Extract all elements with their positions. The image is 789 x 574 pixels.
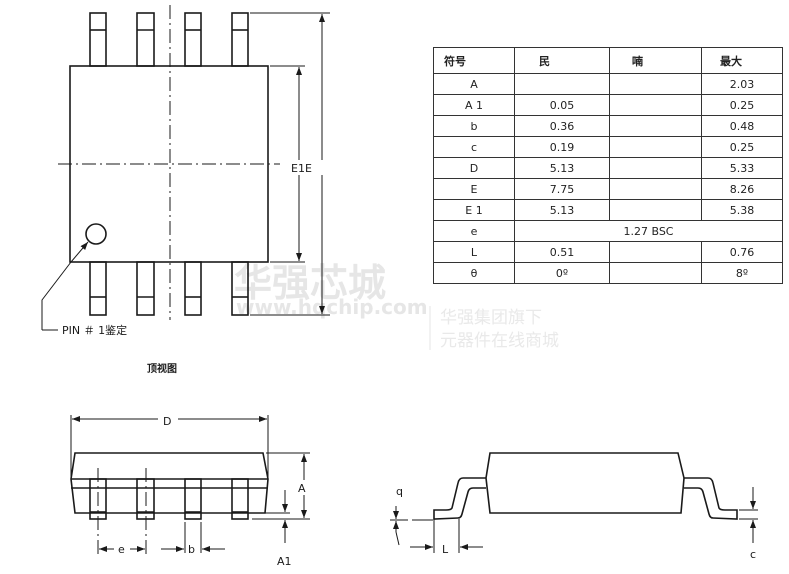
cell (609, 115, 702, 137)
cell: 0.36 (514, 115, 610, 137)
cell (609, 136, 702, 158)
cell: 5.38 (701, 199, 783, 221)
a-label: A (298, 482, 306, 495)
cell (609, 73, 702, 95)
pin1-label: PIN ＃ 1鉴定 (62, 323, 127, 337)
b-label: b (188, 543, 195, 556)
cell: e (433, 220, 515, 242)
cell: 1.27 BSC (514, 220, 783, 242)
side-view (70, 415, 310, 555)
cell: 0.05 (514, 94, 610, 116)
cell: 0.25 (701, 94, 783, 116)
cell: b (433, 115, 515, 137)
cell (609, 94, 702, 116)
watermark-line1: 华强集团旗下 (440, 308, 542, 328)
cell: E 1 (433, 199, 515, 221)
cell (609, 199, 702, 221)
top-view (41, 5, 330, 331)
q-label: q (396, 485, 403, 498)
cell: 7.75 (514, 178, 610, 200)
cell (609, 241, 702, 263)
header-max: 最大 (701, 47, 783, 74)
cell: 0.19 (514, 136, 610, 158)
cell (609, 157, 702, 179)
cell: 0º (514, 262, 610, 284)
watermark-line2: 元器件在线商城 (440, 331, 559, 351)
watermark: 华强芯城 www.hqchip.com 华强集团旗下 元器件在线商城 (234, 261, 559, 351)
cell: 5.13 (514, 157, 610, 179)
cell: D (433, 157, 515, 179)
table-header: 符号 民 喃 最大 (433, 47, 783, 74)
table-row: A 2.03 (433, 73, 783, 95)
bottom-pins (89, 261, 249, 316)
e1-e-label: E1E (291, 162, 312, 175)
header-nom: 喃 (609, 47, 702, 74)
watermark-brand: 华强芯城 (234, 261, 386, 305)
cell (514, 73, 610, 95)
cell: 0.51 (514, 241, 610, 263)
header-symbol: 符号 (433, 47, 515, 74)
cell: A (433, 73, 515, 95)
cell: 8.26 (701, 178, 783, 200)
a1-label: A1 (277, 555, 292, 568)
cell (609, 178, 702, 200)
cell: 0.48 (701, 115, 783, 137)
cell: L (433, 241, 515, 263)
top-pins (89, 12, 249, 67)
header-min: 民 (514, 47, 610, 74)
side-pins (89, 478, 249, 520)
cell: A 1 (433, 94, 515, 116)
cell: E (433, 178, 515, 200)
l-label: L (442, 543, 449, 556)
cell: 5.33 (701, 157, 783, 179)
cell: 8º (701, 262, 783, 284)
end-view (390, 452, 758, 553)
cell: 0.76 (701, 241, 783, 263)
cell: 0.25 (701, 136, 783, 158)
cell: 2.03 (701, 73, 783, 95)
c-label: c (750, 548, 756, 561)
cell (609, 262, 702, 284)
d-label: D (163, 415, 171, 428)
pin1-marker (85, 223, 107, 245)
cell: θ (433, 262, 515, 284)
cell: c (433, 136, 515, 158)
top-view-title: 顶视图 (147, 362, 177, 375)
e-label: e (118, 543, 125, 556)
cell: 5.13 (514, 199, 610, 221)
